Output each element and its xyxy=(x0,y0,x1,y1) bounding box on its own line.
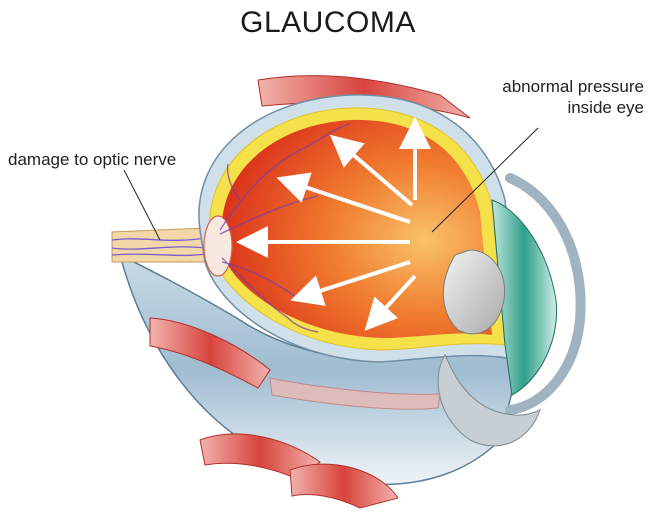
pressure-arrow-3 xyxy=(276,172,411,224)
ciliary-body xyxy=(437,353,541,447)
leader-line-pressure xyxy=(431,127,539,233)
optic-nerve xyxy=(111,227,206,263)
optic-nerve-fibers xyxy=(111,237,206,257)
muscle-left xyxy=(149,317,271,389)
pressure-arrows xyxy=(236,117,431,331)
lens xyxy=(442,249,506,335)
label-optic-nerve-damage: damage to optic nerve xyxy=(8,150,177,169)
pressure-arrow-5 xyxy=(290,260,411,306)
cornea-outer xyxy=(505,173,586,415)
page-title: GLAUCOMA xyxy=(240,6,416,39)
muscle-band-middle xyxy=(269,377,441,410)
label-abnormal-pressure: abnormal pressure inside eye xyxy=(472,76,644,118)
retinal-blood-vessels xyxy=(219,123,351,333)
pressure-arrow-2 xyxy=(329,134,414,207)
muscle-bottom-left xyxy=(199,433,321,481)
leader-line-optic-nerve xyxy=(123,169,161,241)
label-abnormal-pressure-line1: abnormal pressure xyxy=(502,77,644,96)
muscle-bottom xyxy=(289,463,399,509)
optic-disc xyxy=(203,215,233,277)
pressure-arrow-6 xyxy=(364,274,417,331)
label-abnormal-pressure-line2: inside eye xyxy=(567,98,644,117)
iris-cornea xyxy=(491,199,558,396)
